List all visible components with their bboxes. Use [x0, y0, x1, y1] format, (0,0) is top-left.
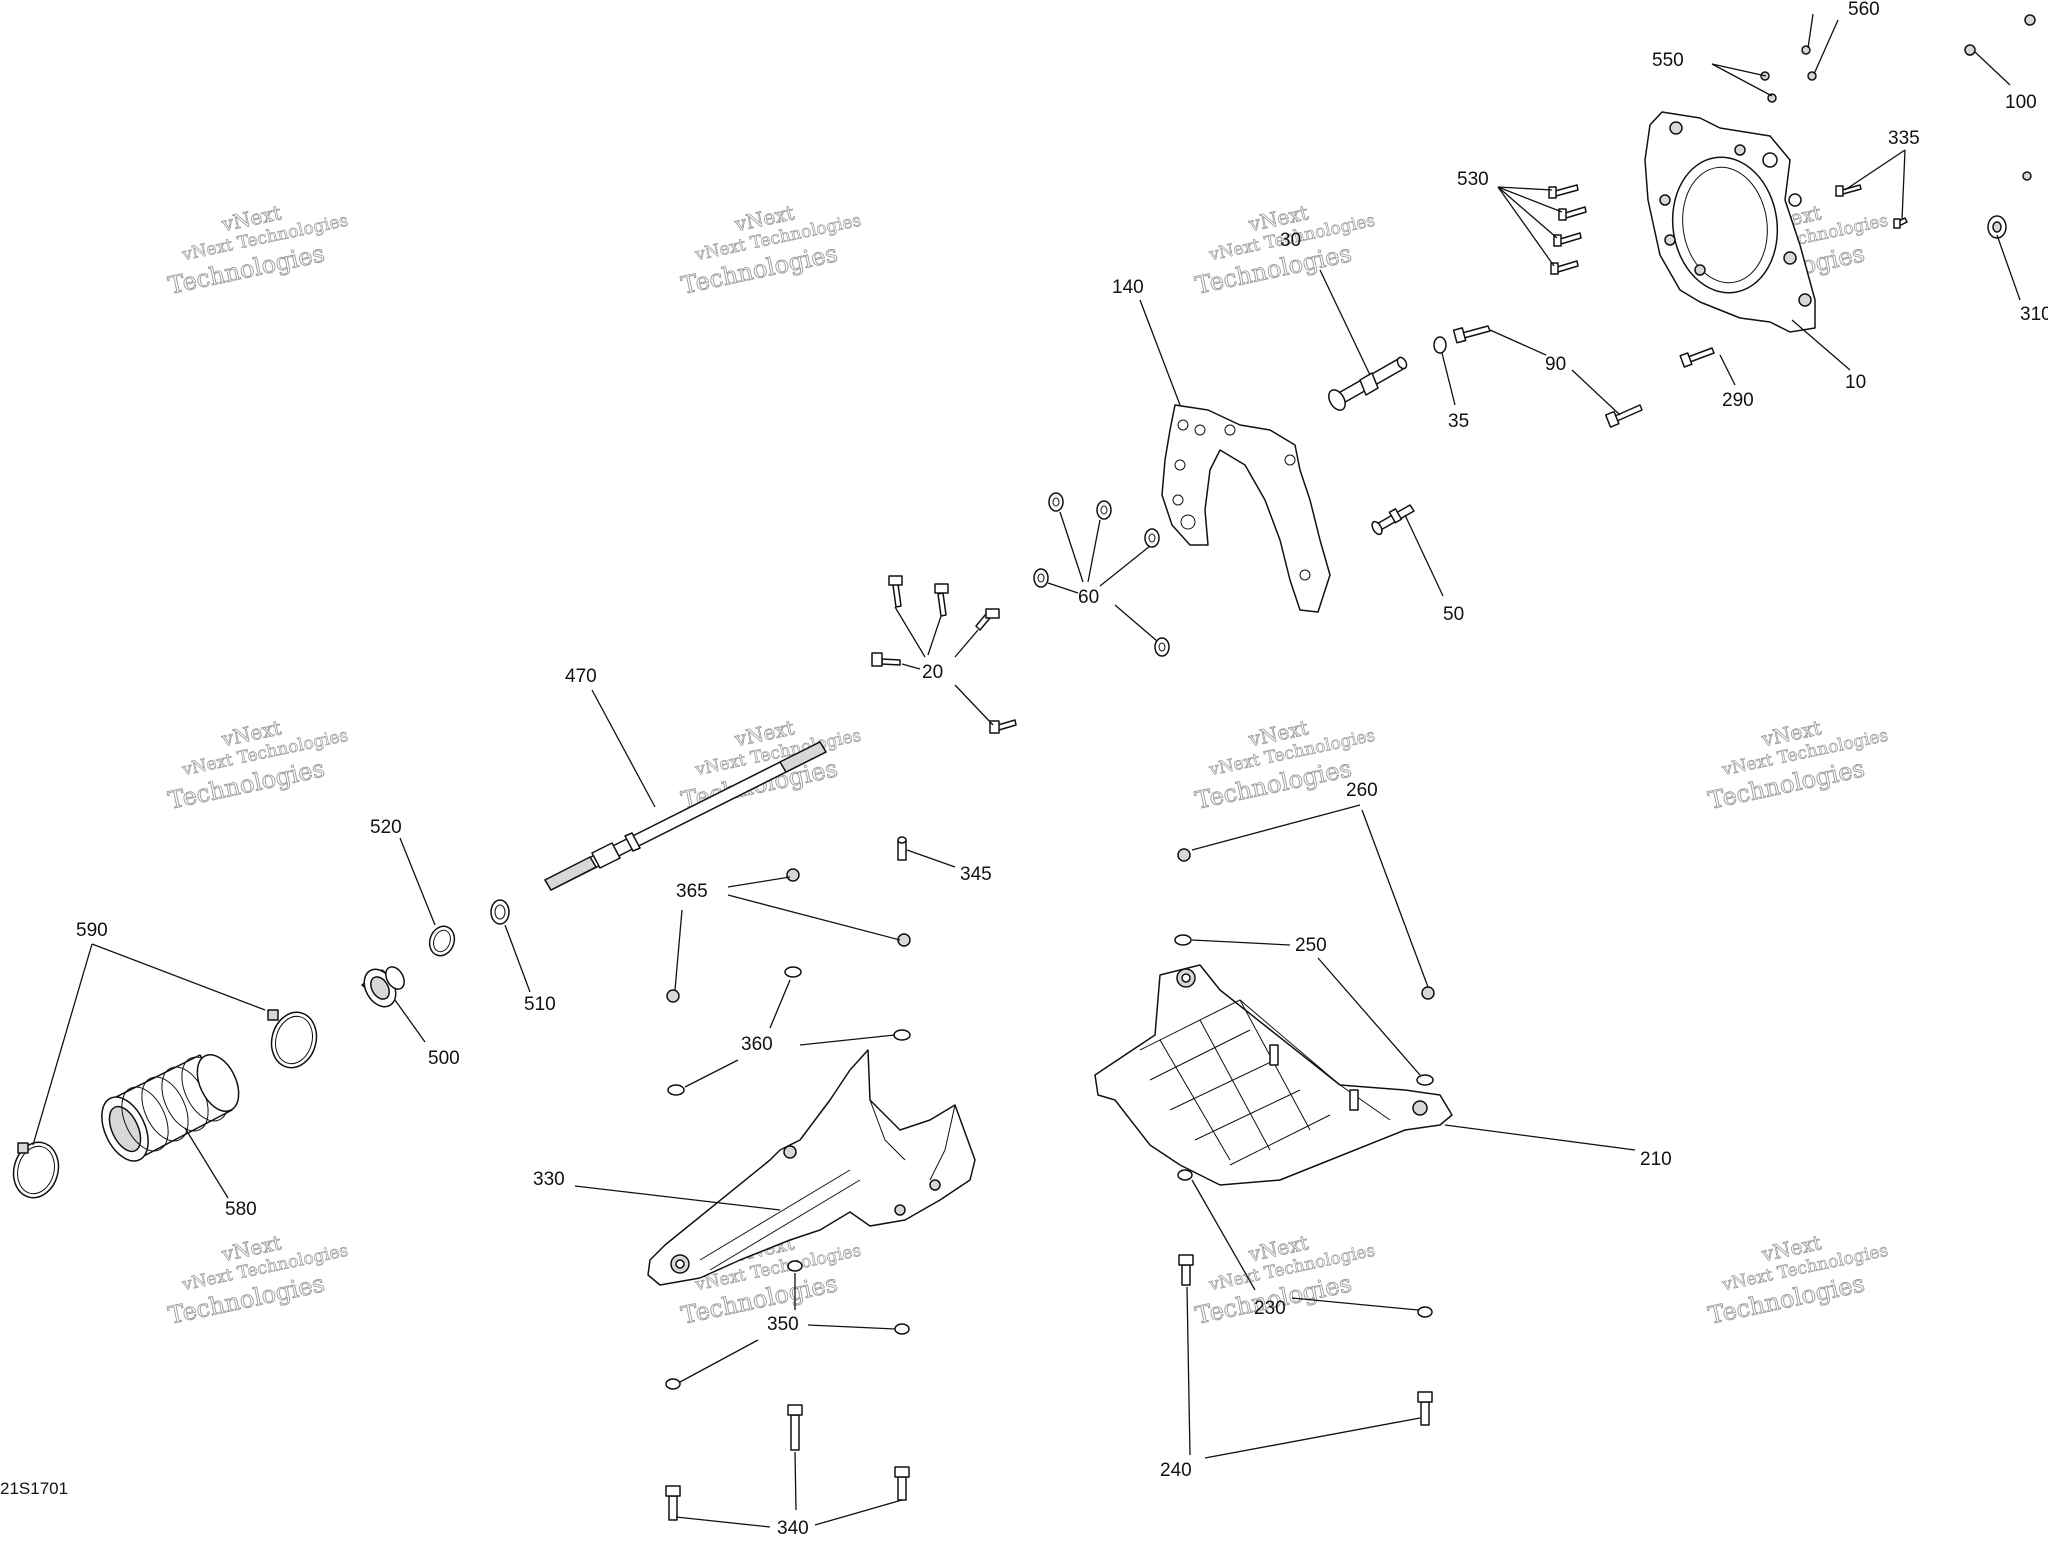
part-530-bolt	[1550, 260, 1579, 275]
part-60-washer	[1048, 492, 1064, 512]
part-250-washer	[1174, 934, 1434, 1086]
part-510-collar	[490, 899, 510, 925]
part-140-gasket-plate	[1161, 404, 1331, 613]
part-label-100: 100	[2005, 92, 2037, 113]
part-label-310: 310	[2020, 304, 2048, 325]
part-label-360: 360	[741, 1034, 773, 1055]
part-310-washer	[1987, 171, 2032, 239]
part-label-250: 250	[1295, 935, 1327, 956]
watermark-tile: vNext vNext Technologies Technologies	[678, 715, 863, 815]
part-label-365: 365	[676, 881, 708, 902]
part-20-bolt	[934, 583, 949, 617]
part-330-skid-channel	[647, 1049, 976, 1286]
watermark-tile: vNext vNext Technologies Technologies	[165, 715, 350, 815]
part-90-bolt	[1604, 404, 1643, 428]
part-100-nut	[1964, 14, 2036, 56]
part-label-230: 230	[1254, 1298, 1286, 1319]
part-350-washer	[665, 1260, 910, 1390]
part-35-washer	[1433, 336, 1447, 354]
part-label-560: 560	[1848, 0, 1880, 20]
part-340-bolt	[665, 1485, 681, 1521]
part-10-housing-plate	[1644, 111, 1816, 333]
part-label-330: 330	[533, 1169, 565, 1190]
part-580-bellows	[101, 1054, 240, 1162]
part-240-bolt	[1417, 1391, 1433, 1426]
part-20-bolt	[888, 575, 903, 608]
part-label-90: 90	[1545, 354, 1566, 375]
part-240-bolt	[1178, 1254, 1194, 1286]
part-50-stud	[1371, 504, 1415, 536]
part-label-50: 50	[1443, 604, 1464, 625]
part-470-drive-shaft	[544, 741, 827, 891]
part-530-bolt	[1553, 232, 1582, 247]
part-530-bolt	[1548, 184, 1579, 199]
part-530-bolt	[1558, 206, 1587, 221]
part-20-bolt	[975, 608, 1000, 631]
part-label-350: 350	[767, 1314, 799, 1335]
part-60-washer	[1033, 568, 1049, 588]
part-290-bolt	[1679, 347, 1715, 368]
part-230-washer	[1177, 1169, 1433, 1318]
part-60-washer	[1144, 528, 1160, 548]
part-340-bolt	[787, 1404, 803, 1451]
watermark-tile: vNext vNext Technologies Technologies	[165, 1230, 350, 1330]
part-260-nut	[1177, 848, 1435, 1000]
part-90-bolt	[1452, 325, 1491, 344]
part-label-290: 290	[1722, 390, 1754, 411]
part-label-345: 345	[960, 864, 992, 885]
part-label-210: 210	[1640, 1149, 1672, 1170]
part-335-bolt	[1893, 217, 1908, 229]
part-210-skid-plate	[1094, 964, 1453, 1186]
part-label-335: 335	[1888, 128, 1920, 149]
part-label-60: 60	[1078, 587, 1099, 608]
part-label-580: 580	[225, 1199, 257, 1220]
part-label-510: 510	[524, 994, 556, 1015]
part-label-240: 240	[1160, 1460, 1192, 1481]
part-label-530: 530	[1457, 169, 1489, 190]
part-label-550: 550	[1652, 50, 1684, 71]
part-label-140: 140	[1112, 277, 1144, 298]
part-20-bolt	[871, 652, 901, 667]
part-590-clamp	[12, 1141, 60, 1199]
part-60-washer	[1154, 637, 1170, 657]
part-550-nut	[1760, 71, 1777, 103]
part-345-stud	[897, 836, 907, 861]
part-label-35: 35	[1448, 411, 1469, 432]
part-560-nut	[1801, 45, 1817, 81]
drawing-code: 21S1701	[0, 1479, 68, 1498]
part-360-washer	[667, 966, 911, 1096]
part-20-bolt	[989, 719, 1017, 734]
part-label-10: 10	[1845, 372, 1866, 393]
part-30-shaft	[1328, 356, 1408, 411]
part-590-clamp	[267, 1009, 318, 1069]
part-label-20: 20	[922, 662, 943, 683]
watermark-tile: vNext vNext Technologies Technologies	[1705, 1230, 1890, 1330]
part-60-washer	[1096, 500, 1112, 520]
watermark-tile: vNext vNext Technologies Technologies	[165, 200, 350, 300]
part-500-bushing	[361, 966, 405, 1008]
part-label-520: 520	[370, 817, 402, 838]
part-label-340: 340	[777, 1518, 809, 1536]
part-label-590: 590	[76, 920, 108, 941]
part-335-bolt	[1835, 184, 1862, 197]
part-label-500: 500	[428, 1048, 460, 1069]
part-label-30: 30	[1280, 230, 1301, 251]
leader-lines	[32, 13, 2021, 1528]
part-label-470: 470	[565, 666, 597, 687]
watermark-tile: vNext vNext Technologies Technologies	[678, 200, 863, 300]
part-340-bolt	[894, 1466, 910, 1501]
part-labels: 560 550 100 335 530 310 30 140 90 290 10…	[76, 0, 2048, 1539]
part-label-260: 260	[1346, 780, 1378, 801]
part-520-clamp	[428, 925, 456, 957]
watermark-tile: vNext vNext Technologies Technologies	[1705, 715, 1890, 815]
